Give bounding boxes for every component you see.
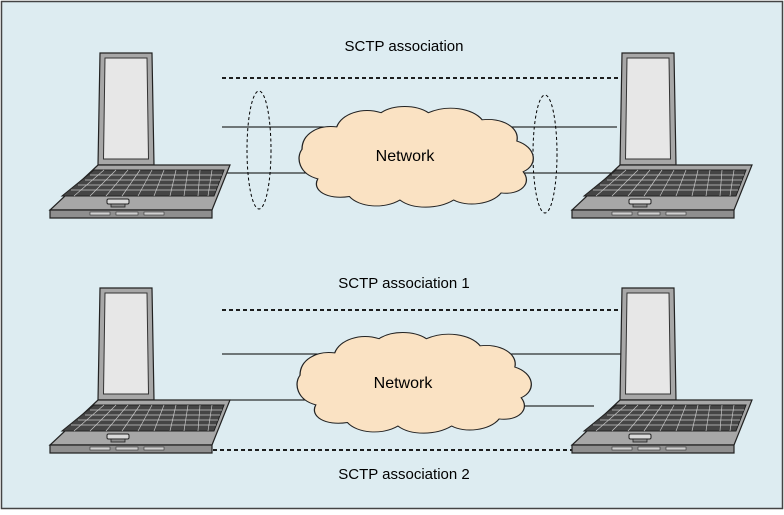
bottom-association-2-label: SCTP association 2 xyxy=(338,466,469,483)
top-network-label: Network xyxy=(376,148,436,165)
top-association-label: SCTP association xyxy=(345,38,464,55)
bottom-diagram: SCTP association 1 Network SCTP associat… xyxy=(49,275,753,483)
bottom-network-label: Network xyxy=(374,375,434,392)
bottom-association-1-label: SCTP association 1 xyxy=(338,275,469,292)
top-diagram: SCTP association Network xyxy=(49,38,753,219)
left-multihoming-ellipse xyxy=(246,90,272,210)
